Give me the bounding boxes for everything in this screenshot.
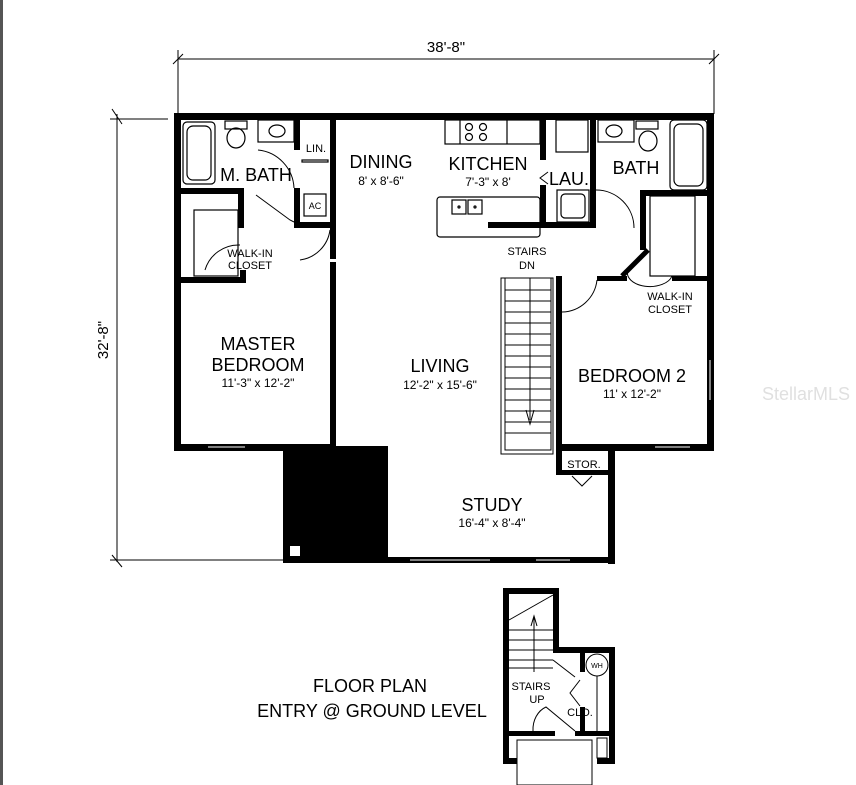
room-label-lin: LIN. xyxy=(306,143,326,155)
room-label-study: STUDY xyxy=(461,495,522,515)
stairs-up-label-2: UP xyxy=(529,694,544,706)
watermark: StellarMLS xyxy=(762,384,850,404)
room-label-living: LIVING xyxy=(410,356,469,376)
plan-title-line1: FLOOR PLAN xyxy=(313,676,427,696)
room-label-bath: BATH xyxy=(613,158,660,178)
overall-width-label: 38'-8" xyxy=(427,39,465,56)
stairs-up-label-1: STAIRS xyxy=(512,681,551,693)
interior-walls xyxy=(174,113,714,475)
stairs-down xyxy=(500,277,554,455)
room-label-m-bath: M. BATH xyxy=(220,165,292,185)
room-label-walkin-master-1: WALK-IN xyxy=(227,248,272,260)
room-size-study: 16'-4" x 8'-4" xyxy=(458,516,525,530)
room-size-master: 11'-3" x 12'-2" xyxy=(222,376,295,390)
angled-closet-wall xyxy=(620,248,650,278)
ground-entry-fixtures xyxy=(508,594,609,785)
room-size-bedroom2: 11' x 12'-2" xyxy=(603,387,661,401)
ground-entry-walls xyxy=(503,588,615,764)
stairs-dn-label-2: DN xyxy=(519,260,535,272)
room-label-walkin-master-2: CLOSET xyxy=(228,260,272,272)
overall-depth-label: 32'-8" xyxy=(95,321,112,359)
room-label-bedroom2: BEDROOM 2 xyxy=(578,366,686,386)
dimension-width xyxy=(172,50,720,114)
door-swings xyxy=(204,149,673,487)
entry-post xyxy=(290,546,300,556)
room-label-master-2: BEDROOM xyxy=(211,355,304,375)
window-marks xyxy=(208,360,711,561)
room-label-master-1: MASTER xyxy=(220,334,295,354)
entry-stairwell-block xyxy=(283,446,388,563)
room-label-ac: AC xyxy=(309,201,322,211)
room-size-dining: 8' x 8'-6" xyxy=(358,174,404,188)
room-size-living: 12'-2" x 15'-6" xyxy=(403,378,477,392)
clo-label: CLO. xyxy=(567,707,593,719)
room-label-laundry: LAU. xyxy=(549,169,589,189)
plan-title-line2: ENTRY @ GROUND LEVEL xyxy=(257,701,487,721)
room-label-walkin-bed2-2: CLOSET xyxy=(648,304,692,316)
image-left-border xyxy=(0,0,3,785)
dimension-depth xyxy=(110,108,290,568)
stairs-dn-label-1: STAIRS xyxy=(508,246,547,258)
room-label-kitchen: KITCHEN xyxy=(448,154,527,174)
room-label-walkin-bed2-1: WALK-IN xyxy=(647,291,692,303)
room-label-dining: DINING xyxy=(350,152,413,172)
water-heater-label: WH xyxy=(591,663,603,670)
fixtures xyxy=(182,119,708,277)
room-label-stor: STOR. xyxy=(567,459,600,471)
room-size-kitchen: 7'-3" x 8' xyxy=(465,175,511,189)
